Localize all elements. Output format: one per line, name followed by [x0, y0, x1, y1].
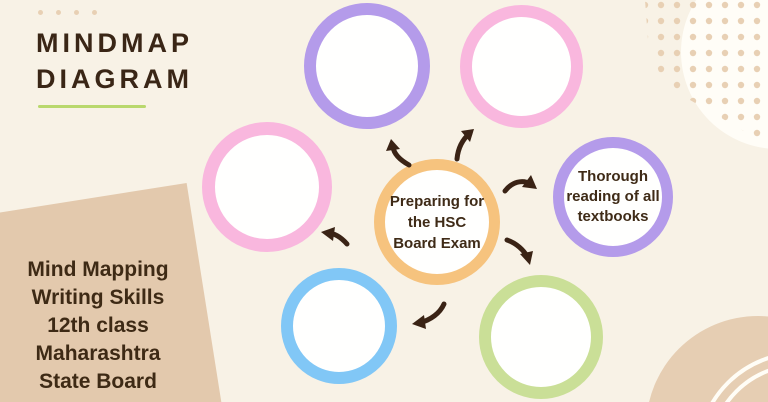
dot-icon [92, 10, 97, 15]
title-block: MINDMAP DIAGRAM [36, 10, 193, 108]
dot-icon [74, 10, 79, 15]
tan-blob [649, 316, 768, 402]
info-block: Mind Mapping Writing Skills 12th class M… [6, 256, 190, 396]
title-line-1: MINDMAP [36, 28, 193, 58]
center-node: Preparing for the HSC Board Exam [374, 159, 500, 285]
dots-pattern [645, 0, 768, 145]
center-node-label: Preparing for the HSC Board Exam [389, 192, 485, 252]
info-line: Writing Skills [31, 286, 165, 309]
title-underline [38, 105, 146, 108]
dots-row [38, 10, 193, 15]
dot-icon [56, 10, 61, 15]
dot-icon [38, 10, 43, 15]
mindmap-node-bottom-right [479, 275, 603, 399]
node-label: Thorough reading of all textbooks [566, 168, 660, 225]
info-line: Maharashtra [35, 342, 161, 365]
mindmap-node-top-left [304, 3, 430, 129]
mindmap-node-right: Thorough reading of all textbooks [553, 137, 673, 257]
info-line: State Board [39, 370, 157, 393]
mindmap-node-left [202, 122, 332, 252]
mindmap-node-top-right [460, 5, 583, 128]
title-line-2: DIAGRAM [36, 64, 193, 94]
mindmap-node-bottom [281, 268, 397, 384]
info-line: Mind Mapping [27, 258, 169, 281]
info-line: 12th class [47, 314, 149, 337]
